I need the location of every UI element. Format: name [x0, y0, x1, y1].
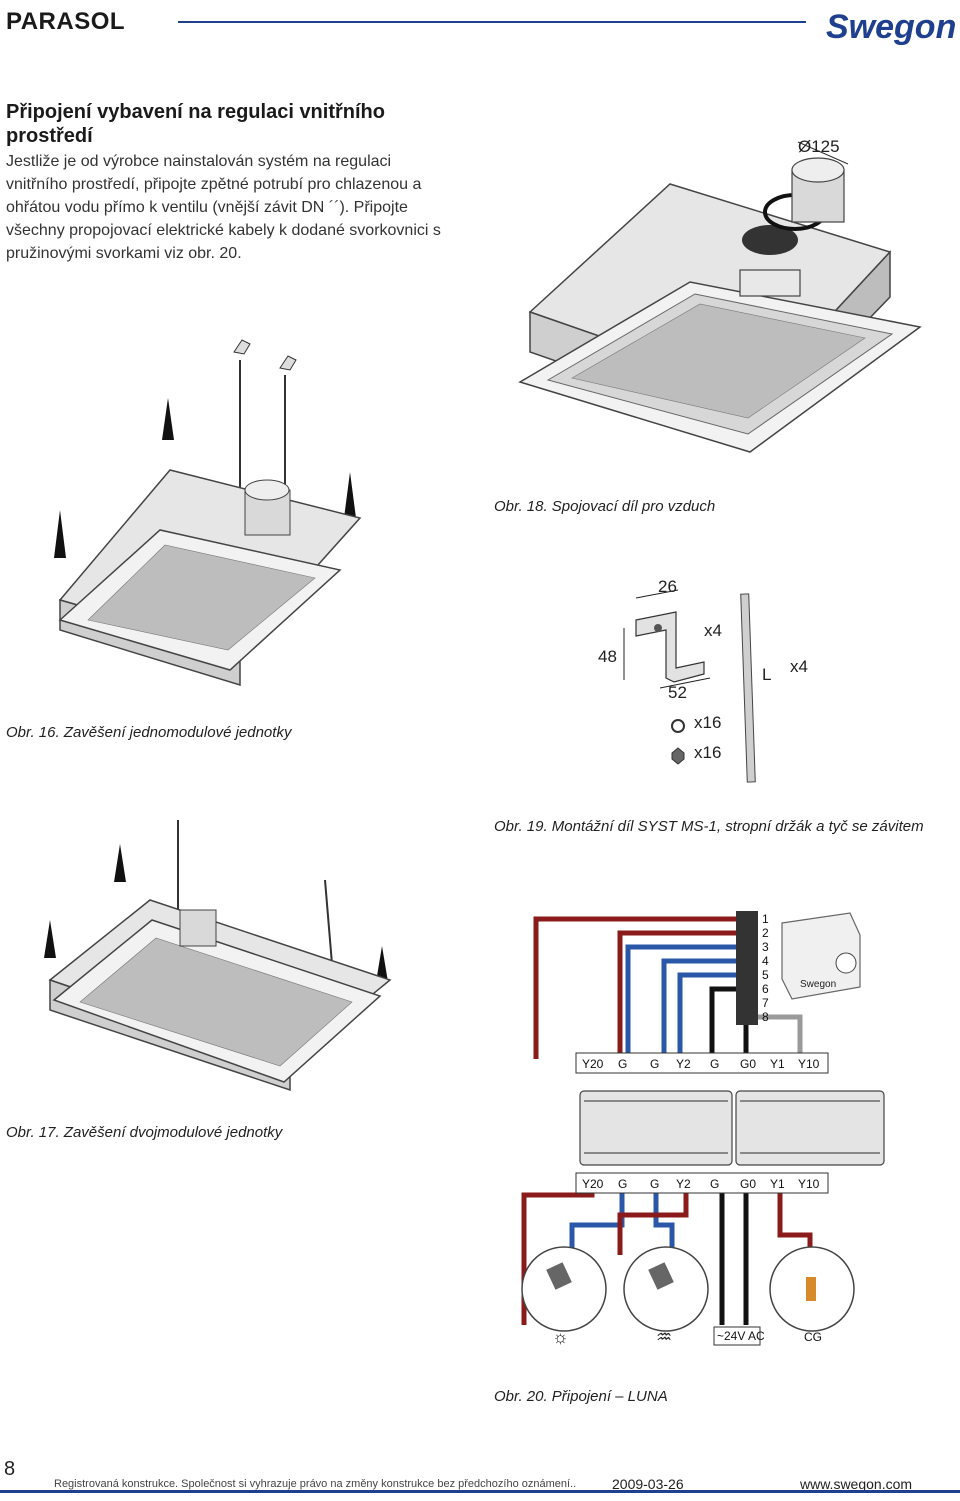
condensation-sensor-label: CG — [804, 1330, 822, 1344]
label-y20: Y20 — [582, 1177, 604, 1191]
figure-16-single-module-drawing — [54, 339, 362, 687]
terminal-number: 6 — [762, 982, 769, 996]
label-g: G — [710, 1057, 719, 1071]
bracket-height-dim: 48 — [598, 647, 617, 666]
label-y2: Y2 — [676, 1057, 691, 1071]
cooling-valve-actuator — [521, 1246, 607, 1332]
label-y1: Y1 — [770, 1057, 785, 1071]
terminal-number: 1 — [762, 912, 769, 926]
figure-17-caption: Obr. 17. Zavěšení dvojmodulové jednotky — [6, 1124, 283, 1141]
nut-quantity: x16 — [694, 743, 721, 762]
page-number: 8 — [4, 1458, 16, 1480]
room-thermostat: Swegon — [781, 912, 861, 1000]
terminal-numbers: 1 2 3 4 5 6 7 8 — [762, 912, 769, 1024]
terminal-number: 8 — [762, 1010, 769, 1024]
page-title: PARASOL — [6, 8, 126, 35]
label-y2: Y2 — [676, 1177, 691, 1191]
footer-disclaimer: Registrovaná konstrukce. Společnost si v… — [54, 1478, 577, 1490]
label-g: G — [710, 1177, 719, 1191]
heating-valve-actuator — [623, 1246, 709, 1332]
figure-20-wiring-diagram: 1 2 3 4 5 6 7 8 Swegon Y20 G G Y2 G G0 Y… — [521, 911, 885, 1347]
bracket-quantity: x4 — [704, 621, 722, 640]
figure-19-caption: Obr. 19. Montážní díl SYST MS-1, stropní… — [494, 818, 924, 835]
label-g: G — [650, 1177, 659, 1191]
label-g: G — [618, 1057, 627, 1071]
label-y1: Y1 — [770, 1177, 785, 1191]
heating-icon: ♒ — [656, 1327, 672, 1347]
figure-20-caption: Obr. 20. Připojení – LUNA — [494, 1388, 668, 1405]
cooling-icon: ☼ — [552, 1327, 569, 1347]
supply-voltage-label: ~24V AC — [717, 1329, 765, 1343]
figure-17-double-module-drawing — [44, 820, 392, 1092]
figure-16-caption: Obr. 16. Zavěšení jednomodulové jednotky — [6, 724, 292, 741]
figure-18-caption: Obr. 18. Spojovací díl pro vzduch — [494, 498, 716, 515]
terminal-number: 3 — [762, 940, 769, 954]
label-g: G — [650, 1057, 659, 1071]
wires — [521, 916, 813, 1325]
terminal-labels-top: Y20 G G Y2 G G0 Y1 Y10 — [575, 1052, 829, 1074]
footer-date: 2009-03-26 — [612, 1476, 684, 1492]
terminal-labels-bottom: Y20 G G Y2 G G0 Y1 Y10 — [575, 1172, 829, 1194]
label-y10: Y10 — [798, 1177, 820, 1191]
bracket-depth-dim: 52 — [668, 683, 687, 702]
section-heading: Připojení vybavení na regulaci vnitřního… — [6, 101, 385, 147]
terminal-number: 2 — [762, 926, 769, 940]
terminal-number: 4 — [762, 954, 769, 968]
terminal-block — [736, 911, 758, 1025]
swegon-logo: Swegon — [826, 8, 956, 46]
thermostat-brand: Swegon — [800, 979, 836, 990]
rod-quantity: x4 — [790, 657, 808, 676]
label-y20: Y20 — [582, 1057, 604, 1071]
footer-divider — [0, 1490, 960, 1493]
footer-url[interactable]: www.swegon.com — [800, 1476, 913, 1492]
label-g0: G0 — [740, 1057, 756, 1071]
diameter-label: Ø125 — [798, 137, 840, 156]
terminal-number: 7 — [762, 996, 769, 1010]
bracket-width-dim: 26 — [658, 577, 677, 596]
spring-terminal-strip — [579, 1090, 885, 1166]
washer-quantity: x16 — [694, 713, 721, 732]
header-divider — [178, 21, 806, 23]
figure-19-mounting-kit-drawing: 26 48 52 x4 x16 x16 L x4 — [598, 577, 808, 783]
brand-wordmark: Swegon — [826, 8, 956, 46]
label-g: G — [618, 1177, 627, 1191]
section-body: Jestliže je od výrobce nainstalován syst… — [6, 153, 441, 262]
label-g0: G0 — [740, 1177, 756, 1191]
rod-length-label: L — [762, 665, 771, 684]
terminal-number: 5 — [762, 968, 769, 982]
figure-18-air-connection-drawing: Ø125 — [518, 137, 922, 453]
label-y10: Y10 — [798, 1057, 820, 1071]
